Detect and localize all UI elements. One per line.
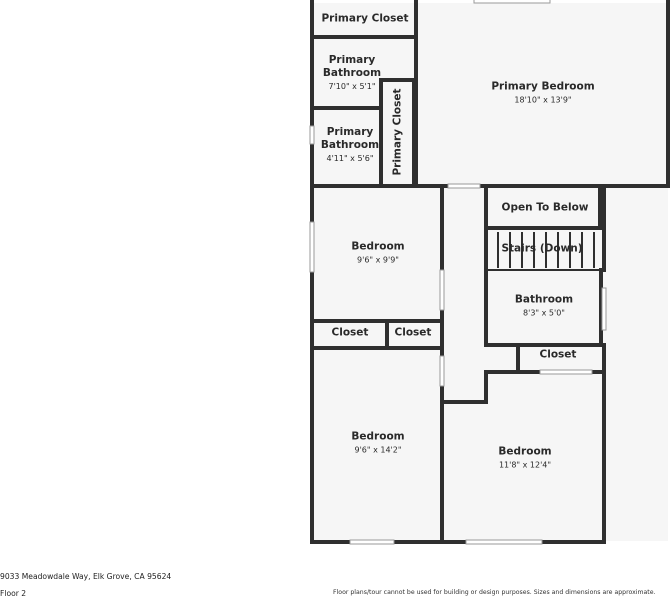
room-name: Primary Bedroom [491,80,595,93]
room-name: Primary Closet [391,88,404,176]
room-label-bedroom-3: Bedroom 11'8" x 12'4" [498,446,551,471]
room-name: Closet [394,326,432,339]
room-label-open-to-below: Open To Below [502,202,589,215]
room-label-bedroom-1: Bedroom 9'6" x 9'9" [351,241,404,266]
room-label-bathroom: Bathroom 8'3" x 5'0" [515,294,573,319]
stairs-treads [497,232,595,268]
room-fills [314,3,668,541]
room-dimensions: 9'6" x 14'2" [354,445,402,455]
room-label-bedroom-2: Bedroom 9'6" x 14'2" [351,431,404,456]
room-label-primary-closet-top: Primary Closet [321,13,408,26]
room-name: Bedroom [351,240,405,253]
room-dimensions: 9'6" x 9'9" [357,255,399,265]
disclaimer-text: Floor plans/tour cannot be used for buil… [333,589,656,596]
room-name: Bedroom [498,445,552,458]
room-dimensions: 8'3" x 5'0" [523,308,565,318]
room-dimensions: 4'11" x 5'6" [326,154,374,163]
room-dimensions: 11'8" x 12'4" [498,460,552,470]
windows [309,0,607,545]
room-name: Bedroom [351,430,405,443]
room-label-primary-bathroom-2: Primary Bathroom 4'11" x 5'6" [321,126,379,164]
floor-label: Floor 2 [0,589,27,598]
room-label-closet-middle: Closet [395,327,432,340]
room-dimensions: 7'10" x 5'1" [328,82,376,91]
room-label-closet-left: Closet [332,327,369,340]
room-name: Closet [331,326,369,339]
room-name: Bathroom [514,293,574,306]
room-dimensions: 18'10" x 13'9" [514,95,572,105]
room-name: Primary Bathroom [322,54,382,79]
room-name: Closet [539,348,577,361]
room-name: Stairs (Down) [501,242,583,255]
address-text: 9033 Meadowdale Way, Elk Grove, CA 95624 [0,572,172,581]
room-label-closet-right: Closet [540,349,577,362]
room-label-primary-bathroom-1: Primary Bathroom 7'10" x 5'1" [323,54,381,92]
room-name: Primary Bathroom [320,126,380,151]
room-name: Open To Below [501,201,589,214]
room-name: Primary Closet [321,12,409,25]
room-label-primary-closet-vertical: Primary Closet [392,88,405,175]
room-label-stairs: Stairs (Down) [501,243,582,256]
room-label-primary-bedroom: Primary Bedroom 18'10" x 13'9" [491,81,594,106]
